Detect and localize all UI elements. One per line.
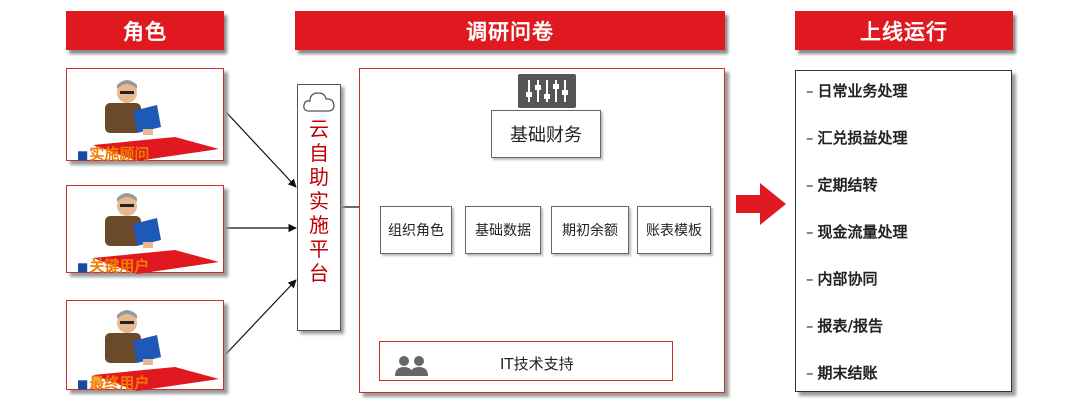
list-item: –现金流量处理: [806, 223, 908, 241]
list-item: –内部协同: [806, 270, 878, 288]
list-item: –日常业务处理: [806, 82, 908, 100]
role-label: ■实施顾问: [77, 145, 150, 163]
role-label: ■最终用户: [77, 374, 150, 392]
header-survey: 调研问卷: [295, 11, 725, 50]
reader-figure-icon: [93, 310, 219, 391]
node-child: 组织角色: [380, 206, 452, 254]
header-roles: 角色: [66, 11, 224, 50]
node-child: 期初余额: [551, 206, 629, 254]
cloud-icon: [303, 92, 335, 112]
role-card-consultant: ■实施顾问: [66, 68, 224, 163]
list-item: –汇兑损益处理: [806, 129, 908, 147]
node-child: 账表模板: [637, 206, 711, 254]
users-icon: [395, 356, 428, 376]
settings-sliders-icon: [518, 74, 576, 108]
list-item: –期末结账: [806, 364, 878, 382]
node-child: 基础数据: [465, 206, 541, 254]
role-arrow-3: [225, 279, 297, 355]
right-arrow-icon: [736, 183, 786, 225]
reader-figure-icon: [93, 80, 219, 161]
role-label: ■关键用户: [77, 257, 150, 275]
role-arrow-1: [225, 111, 297, 188]
list-item: –报表/报告: [806, 317, 883, 335]
it-support-label: IT技术支持: [500, 355, 574, 373]
header-online: 上线运行: [795, 11, 1013, 50]
list-item: –定期结转: [806, 176, 878, 194]
online-task-list: –日常业务处理 –汇兑损益处理 –定期结转 –现金流量处理 –内部协同 –报表/…: [795, 70, 1012, 392]
cloud-platform: 云自助实施平台: [297, 84, 341, 331]
it-support-bar: IT技术支持: [379, 341, 673, 381]
platform-label: 云自助实施平台: [309, 117, 329, 285]
node-basic-finance: 基础财务: [491, 110, 601, 158]
reader-figure-icon: [93, 193, 219, 274]
role-card-end-user: ■最终用户: [66, 300, 224, 392]
role-card-key-user: ■关键用户: [66, 185, 224, 275]
